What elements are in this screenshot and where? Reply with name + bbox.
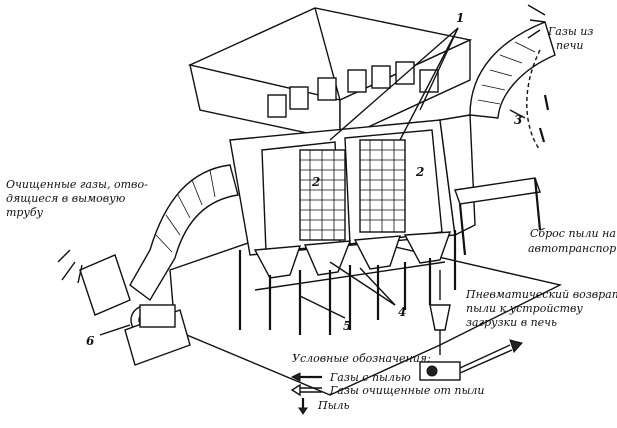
legend-item-clean-gas: Газы очищенные от пыли bbox=[329, 384, 485, 397]
label-cleaned-gases-2: дящиеся в вымовую bbox=[6, 192, 126, 205]
label-pneumatic-return-3: загрузки в печь bbox=[466, 316, 557, 329]
label-dust-discharge-2: автотранспорт bbox=[528, 242, 617, 255]
legend-title: Условные обозначения: bbox=[292, 352, 431, 365]
callout-1: 1 bbox=[456, 11, 464, 25]
roof-insulator-boxes bbox=[267, 61, 439, 118]
electrode-field-left bbox=[299, 149, 346, 241]
callout-5: 5 bbox=[343, 319, 351, 333]
label-pneumatic-return-1: Пневматический возврат bbox=[465, 288, 617, 301]
legend-item-dust: Пыль bbox=[317, 399, 350, 412]
callout-3: 3 bbox=[514, 113, 522, 127]
gas-flow-arrows bbox=[57, 4, 550, 284]
label-pneumatic-return-2: пыли к устройству bbox=[466, 302, 583, 315]
legend-item-dusty-gas: Газы с пылью bbox=[329, 371, 411, 384]
label-cleaned-gases-3: трубу bbox=[6, 206, 44, 219]
outlet-duct bbox=[129, 164, 239, 302]
callout-leaders bbox=[99, 27, 526, 336]
pneumatic-return-unit bbox=[419, 270, 523, 381]
exhaust-fan bbox=[79, 254, 191, 366]
inlet-duct bbox=[469, 21, 556, 119]
label-furnace-gases-2: печи bbox=[556, 39, 584, 52]
legend-symbols bbox=[290, 372, 322, 415]
dust-hoppers bbox=[253, 231, 452, 279]
dust-discharge-conveyor bbox=[454, 177, 542, 256]
label-furnace-gases-1: Газы из bbox=[547, 25, 593, 38]
callout-4: 4 bbox=[398, 305, 406, 319]
label-dust-discharge-1: Сброс пыли на bbox=[530, 227, 616, 240]
callout-2b: 2 bbox=[415, 165, 424, 179]
callout-6: 6 bbox=[86, 334, 95, 348]
callout-2a: 2 bbox=[311, 175, 320, 189]
label-cleaned-gases-1: Очищенные газы, отво- bbox=[6, 178, 148, 191]
electrode-field-right bbox=[359, 139, 406, 233]
